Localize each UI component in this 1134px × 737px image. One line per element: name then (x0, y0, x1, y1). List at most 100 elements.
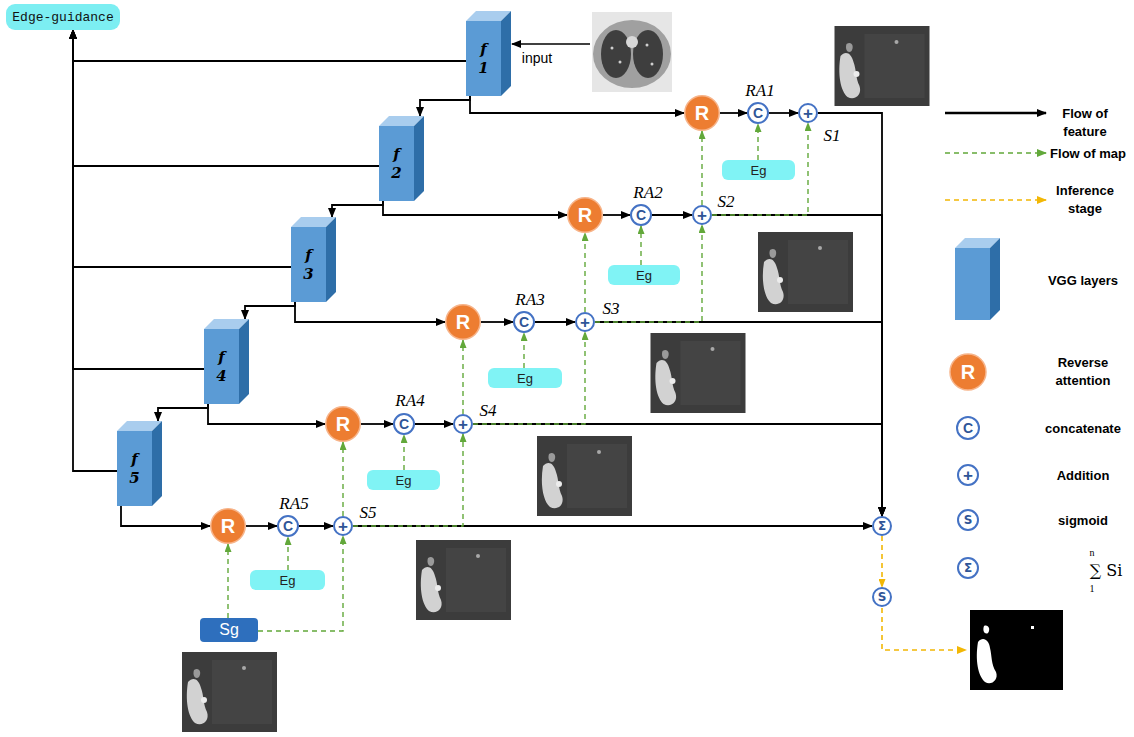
vgg-side-face (152, 421, 162, 506)
legend-feature-line (945, 112, 1046, 114)
vgg-front-face (466, 21, 501, 96)
feature-flow-arrow (353, 525, 872, 527)
feature-flow-arrow (208, 404, 325, 424)
circle-outline (446, 305, 480, 339)
node-label: Eg (396, 473, 412, 488)
output-mask-image (970, 610, 1063, 690)
concat-circle: C (630, 204, 652, 226)
map-flow-arrow (712, 123, 808, 215)
stage-label: RA4 (395, 391, 424, 411)
map-flow-arrow (227, 544, 228, 618)
sum-limit: n (1090, 547, 1095, 558)
legend-text: Flow of feature (1046, 105, 1124, 140)
node-label: Σ (878, 519, 886, 533)
edge-guidance-tag: Eg (488, 368, 562, 388)
node-label: C (399, 416, 409, 432)
vgg-block-shape (291, 217, 336, 302)
stage-label: S2 (718, 192, 735, 212)
vgg-block-shape (379, 116, 424, 201)
vgg-side-face (414, 116, 424, 201)
vgg-front-text-area: f 4 (204, 329, 239, 404)
feature-flow-arrow (246, 525, 277, 527)
sum-limit: 1 (1090, 583, 1095, 594)
node-label: R (336, 413, 350, 436)
concat-circle: C (393, 413, 415, 435)
circle-outline (514, 312, 534, 332)
map-flow-arrow (701, 131, 702, 205)
inference-arrow (881, 536, 883, 587)
map-flow-arrow (353, 434, 463, 526)
legend-symbol-letter: + (963, 467, 973, 484)
feature-flow-arrow (481, 321, 513, 323)
circle-outline (278, 516, 298, 536)
stage-label: RA1 (745, 81, 774, 101)
layer-name: f 4 (213, 348, 231, 386)
circle-outline (873, 517, 891, 535)
vgg-layer-block: f 4 (204, 319, 249, 404)
feature-flow-arrow (535, 321, 575, 323)
feature-map-image (651, 333, 746, 413)
map-flow-arrow (757, 124, 758, 160)
map-flow-arrow (584, 233, 585, 312)
vgg-layer-block: f 3 (291, 217, 336, 302)
reverse-attention-circle: R (445, 304, 481, 340)
vgg-block-shape (117, 421, 162, 506)
node-label: + (458, 416, 468, 433)
legend-text: Flow of map (1050, 146, 1126, 161)
vgg-front-text-area: f 1 (466, 21, 501, 96)
circle-outline (799, 104, 817, 122)
legend-text: ∑ Si (1090, 561, 1123, 580)
legend-text: VGG layers (1048, 273, 1118, 288)
concat-circle: C (277, 515, 299, 537)
node-label: Sg (219, 621, 239, 639)
node-label: + (697, 207, 707, 224)
map-flow-arrow (473, 332, 585, 424)
vgg-side-face (239, 319, 249, 404)
vgg-layer-block: f 5 (117, 421, 162, 506)
addition-circle: + (692, 205, 712, 225)
concat-circle: C (747, 102, 769, 124)
addition-circle: + (798, 103, 818, 123)
feature-flow-arrow (473, 424, 882, 516)
circle-outline (693, 206, 711, 224)
vgg-block-shape (204, 319, 249, 404)
node-label: Eg (280, 573, 296, 588)
vgg-side-face (501, 11, 511, 96)
edge-guidance-tag: Eg (722, 160, 795, 180)
legend-symbol-letter: Σ (964, 561, 972, 575)
vgg-layer-block: f 1 (466, 11, 511, 96)
reverse-attention-circle: R (325, 406, 361, 442)
legend-sigmoid-circle (958, 510, 978, 530)
legend-sum-circle (958, 558, 978, 578)
feature-flow-arrow (121, 506, 210, 526)
vgg-front-text-area: f 2 (379, 126, 414, 201)
feature-flow-arrow (295, 302, 445, 322)
legend-text: Inference stage (1046, 182, 1124, 217)
feature-flow-arrow (720, 112, 747, 114)
feature-map-image (537, 436, 632, 516)
edge-guidance-box: Edge-guidance (6, 4, 120, 30)
edge-guidance-tag: Eg (367, 470, 440, 490)
legend-symbol-letter: R (961, 361, 975, 384)
map-flow-arrow (342, 442, 343, 516)
feature-flow-arrow (245, 302, 295, 319)
feature-flow-arrow (769, 112, 798, 114)
feature-map-image (835, 26, 930, 106)
feature-flow-arrow (712, 215, 882, 516)
addition-circle: + (333, 516, 353, 536)
circle-outline (748, 103, 768, 123)
legend-text: concatenate (1045, 421, 1121, 436)
feature-flow-arrow (73, 30, 291, 267)
map-flow-arrow (462, 340, 463, 414)
map-flow-arrow (403, 435, 404, 470)
addition-circle: + (575, 312, 595, 332)
feature-map-image (182, 652, 277, 732)
node-label: C (283, 518, 293, 534)
global-map-box: Sg (200, 618, 258, 642)
feature-flow-arrow (383, 201, 567, 215)
feature-flow-arrow (299, 525, 333, 527)
reverse-attention-circle: R (210, 508, 246, 544)
feature-flow-arrow (73, 30, 204, 369)
map-flow-arrow (287, 537, 288, 570)
